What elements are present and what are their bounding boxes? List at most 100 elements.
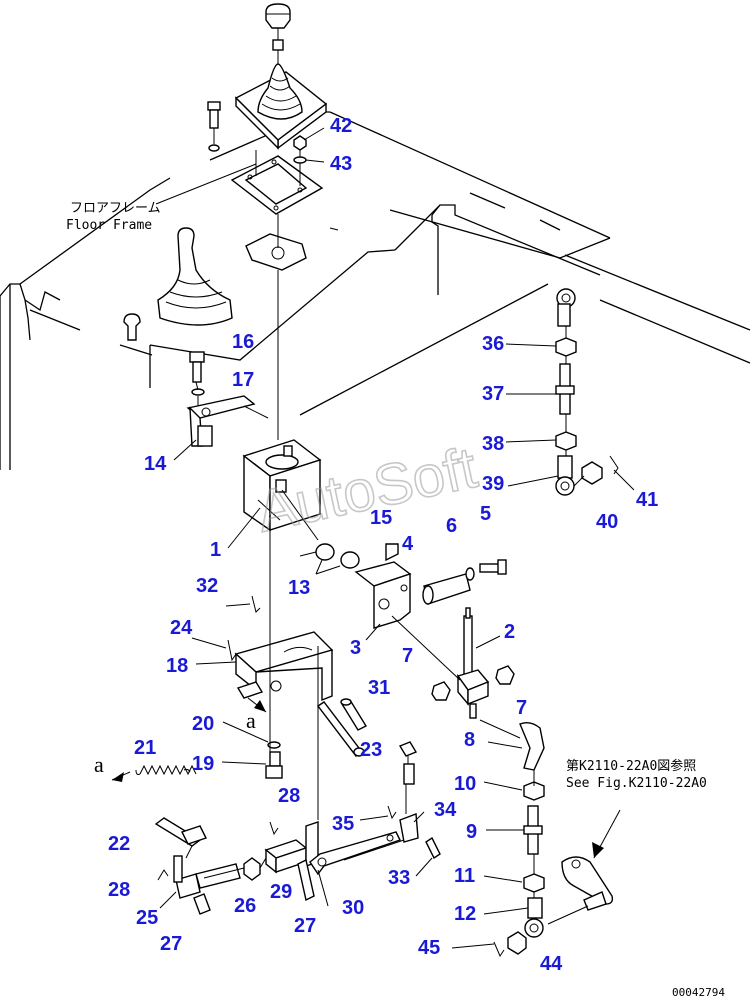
rod-end-12 [524, 897, 544, 938]
callout-14: 14 [144, 453, 167, 475]
pin-31 [340, 698, 367, 731]
callout-37: 37 [482, 383, 504, 405]
rod-23 [316, 701, 365, 757]
see-fig-label-en: See Fig.K2110-22A0 [566, 776, 707, 791]
callout-21: 21 [134, 737, 156, 759]
pin-27 [297, 858, 315, 902]
callout-40: 40 [596, 511, 618, 533]
nut-washer-42-43 [293, 135, 307, 164]
stud-37 [555, 363, 575, 415]
callout-16: 16 [232, 331, 254, 353]
callout-26: 26 [234, 895, 256, 917]
nut-7b [495, 665, 515, 685]
washer-20 [267, 741, 281, 749]
bracket-14 [186, 395, 269, 447]
nut-38 [555, 431, 577, 451]
stud-9 [523, 805, 543, 855]
callout-45: 45 [418, 937, 440, 959]
arm-22 [154, 817, 207, 847]
floor-frame [0, 111, 751, 470]
callout-25: 25 [136, 907, 158, 929]
spring-21 [135, 764, 197, 776]
arrow-a-lower [111, 771, 131, 782]
callout-38: 38 [482, 433, 504, 455]
cotter-pin-45 [493, 941, 505, 958]
floor-frame-leader [155, 163, 257, 205]
callout-41: 41 [636, 489, 658, 511]
cotter-pin-28a [157, 869, 169, 881]
second-lever [123, 227, 233, 341]
callout-29: 29 [270, 881, 292, 903]
callout-10: 10 [454, 773, 476, 795]
floor-frame-label-jp: フロアフレーム [70, 201, 161, 216]
rod-end-39 [555, 455, 575, 496]
bar-25 [173, 855, 241, 899]
callout-22: 22 [108, 833, 130, 855]
callout-42: 42 [330, 115, 352, 137]
bolt-5 [479, 559, 507, 575]
assembly-lines [185, 128, 589, 925]
nut-11 [523, 873, 545, 893]
pin-4 [422, 573, 471, 605]
bolt-16 [189, 351, 205, 383]
key-15 [385, 543, 399, 562]
arrow-a-label-lower: a [94, 752, 104, 777]
washer-6 [465, 567, 475, 581]
gasket [245, 233, 307, 271]
lever-30 [305, 821, 401, 876]
callout-27b: 27 [294, 915, 316, 937]
document-number: 00042794 [672, 986, 725, 999]
callout-9: 9 [466, 821, 477, 843]
callout-20: 20 [192, 713, 214, 735]
arrow-a-label-bracket: a [246, 708, 256, 733]
callout-31: 31 [368, 677, 390, 699]
arrow-a-bracket [247, 697, 267, 713]
callout-7a: 7 [402, 645, 413, 667]
callout-34: 34 [434, 799, 457, 821]
callout-17: 17 [232, 369, 254, 391]
callout-5: 5 [480, 503, 491, 525]
callout-13: 13 [288, 577, 310, 599]
cotter-pin-24 [227, 639, 237, 662]
bracket-3 [354, 561, 412, 629]
arrow-see-fig [592, 809, 621, 859]
callout-43: 43 [330, 153, 352, 175]
callout-44: 44 [540, 953, 563, 975]
callout-4: 4 [402, 533, 414, 555]
callout-2: 2 [504, 621, 515, 643]
lever-boot [234, 50, 328, 150]
callout-28a: 28 [108, 879, 130, 901]
callout-12: 12 [454, 903, 476, 925]
callout-35: 35 [332, 813, 354, 835]
callout-1: 1 [210, 539, 221, 561]
callout-36: 36 [482, 333, 504, 355]
nut-36 [555, 337, 577, 357]
rod-end-8 [519, 721, 545, 771]
callout-33: 33 [388, 867, 410, 889]
callout-32: 32 [196, 575, 218, 597]
callout-11: 11 [454, 865, 475, 887]
boot-plate [230, 150, 324, 215]
callout-7b: 7 [516, 697, 527, 719]
callout-18: 18 [166, 655, 188, 677]
bracket-18 [234, 631, 334, 702]
nut-40 [581, 461, 603, 485]
callout-23: 23 [360, 739, 382, 761]
callout-27a: 27 [160, 933, 182, 955]
callout-numbers: 1 2 3 4 5 6 7 7 8 9 10 11 12 13 14 15 16… [108, 115, 658, 975]
nut-26 [243, 857, 261, 881]
callout-39: 39 [482, 473, 504, 495]
control-knob [265, 3, 291, 51]
callout-3: 3 [350, 637, 361, 659]
cotter-pin-32 [251, 595, 261, 613]
callout-8: 8 [464, 729, 475, 751]
shaft-2 [456, 607, 490, 719]
floor-frame-label-en: Floor Frame [66, 218, 152, 233]
cotter-pin-35 [387, 805, 397, 820]
see-fig-label-jp: 第K2110-22A0図参照 [566, 758, 696, 774]
cotter-pin-28b [269, 821, 279, 836]
bolt-33 [425, 836, 441, 860]
callout-6: 6 [446, 515, 457, 537]
bolt-19 [265, 751, 283, 779]
